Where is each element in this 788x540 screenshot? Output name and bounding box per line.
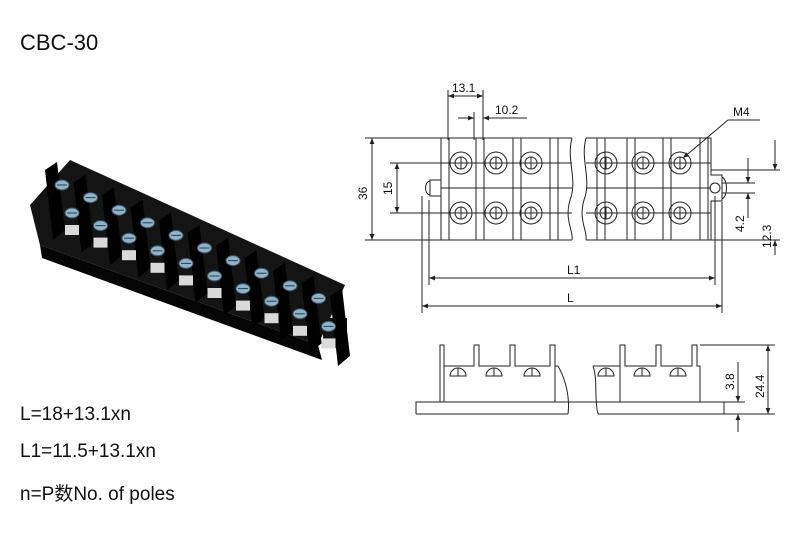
- screw-head-icon: [668, 201, 692, 225]
- barrier-fin: [301, 275, 322, 354]
- barrier: [512, 137, 522, 241]
- barrier: [440, 137, 450, 241]
- barrier-fin: [45, 162, 65, 240]
- dim-l-label: L: [567, 291, 574, 305]
- terminal-plate: [93, 237, 108, 248]
- dim-side-height-label: 24.4: [753, 374, 767, 398]
- screw-head-icon: [484, 201, 508, 225]
- barrier-fin: [330, 288, 350, 366]
- barrier: [549, 137, 559, 241]
- terminal-plate: [122, 250, 136, 261]
- screw-head-icon: [484, 151, 508, 175]
- barrier-fin: [273, 262, 293, 341]
- dim-barrier-gap-label: 10.2: [495, 103, 519, 117]
- screw-head-icon: [631, 151, 655, 175]
- screw-head-icon: [594, 201, 618, 225]
- terminal-plate: [321, 338, 336, 349]
- screw-side-icon: [669, 367, 687, 377]
- terminal-plate: [236, 300, 250, 311]
- screw-side-icon: [523, 367, 541, 377]
- dim-l1-label: L1: [567, 263, 581, 277]
- screw-side-icon: [597, 367, 615, 377]
- formula-poles: n=P数No. of poles: [20, 484, 175, 505]
- dim-mount-hole-label: 4.2: [733, 215, 747, 232]
- barrier-fin: [102, 187, 122, 266]
- barrier-fin: [73, 174, 94, 253]
- block-base: [40, 245, 322, 360]
- screw-head-icon: [519, 201, 543, 225]
- barrier-fin: [244, 250, 265, 329]
- barrier: [626, 137, 636, 241]
- barrier-fin: [159, 212, 179, 291]
- screw-side-icon: [485, 367, 503, 377]
- formula-length-l1: L1=11.5+13.1xn: [20, 441, 156, 462]
- dim-pitch-label: 13.1: [452, 81, 476, 95]
- barrier-fin: [130, 199, 151, 278]
- screw-side-icon: [633, 367, 651, 377]
- barrier: [596, 137, 606, 241]
- screw-head-icon: [449, 151, 473, 175]
- dim-screw-spacing-label: 15: [381, 181, 395, 195]
- barrier: [475, 137, 485, 241]
- terminal-plate: [65, 225, 79, 235]
- screw-head-icon: [449, 201, 473, 225]
- barrier: [699, 137, 709, 241]
- screw-head-icon: [594, 151, 618, 175]
- formula-length: L=18+13.1xn: [20, 404, 131, 425]
- side-view: [415, 344, 725, 415]
- screw-head-icon: [631, 201, 655, 225]
- dim-total-height-label: 36: [356, 186, 370, 200]
- barrier-fin: [216, 237, 236, 316]
- dim-base-thickness-label: 3.8: [723, 373, 737, 390]
- screw-side-icon: [449, 367, 467, 377]
- terminal-plate: [150, 262, 165, 273]
- top-dimensions: [365, 90, 780, 313]
- terminal-plate: [264, 313, 279, 324]
- screw-head-icon: [668, 151, 692, 175]
- dim-mount-offset-label: 12.3: [760, 224, 774, 248]
- barrier-fin: [187, 225, 208, 303]
- terminal-plate: [293, 325, 307, 336]
- screw-head-icon: [519, 151, 543, 175]
- terminal-plate: [179, 275, 193, 286]
- side-dimensions: [700, 344, 775, 432]
- terminal-block-illustration: [30, 160, 350, 366]
- barrier: [662, 137, 672, 241]
- dim-screw-label: M4: [733, 105, 750, 119]
- top-view: [425, 137, 727, 241]
- model-title: CBC-30: [20, 30, 99, 55]
- terminal-plate: [207, 288, 222, 298]
